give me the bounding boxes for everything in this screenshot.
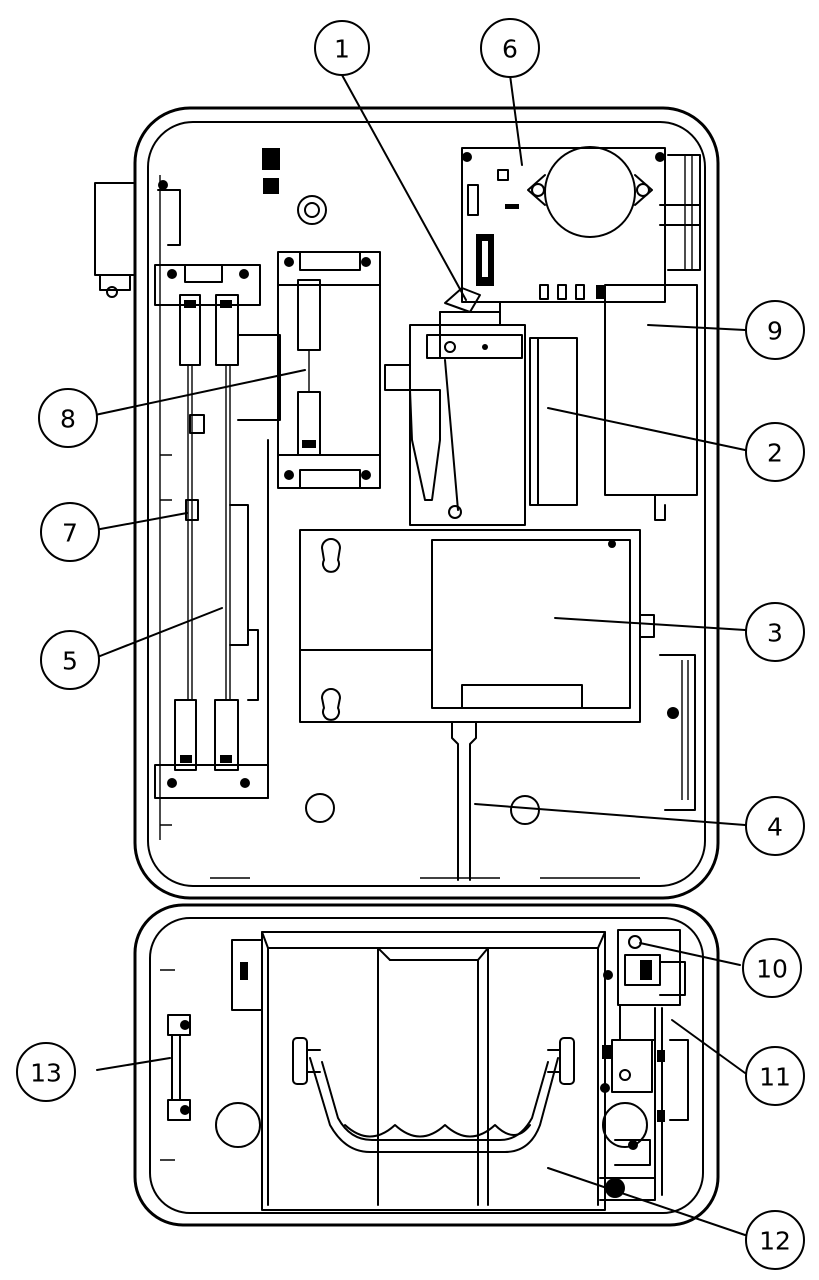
callout-3-label: 3: [767, 619, 783, 648]
callout-5: 5: [40, 630, 100, 690]
callout-9-label: 9: [767, 317, 783, 346]
callout-13: 13: [16, 1042, 76, 1102]
leader-lines: [94, 74, 746, 1236]
callout-8: 8: [38, 388, 98, 448]
callout-4-label: 4: [767, 813, 783, 842]
callout-7-label: 7: [62, 519, 78, 548]
callout-3: 3: [745, 602, 805, 662]
callout-9: 9: [745, 300, 805, 360]
callout-1: 1: [314, 20, 370, 76]
callout-2-label: 2: [767, 439, 783, 468]
callout-5-label: 5: [62, 647, 78, 676]
callout-4: 4: [745, 796, 805, 856]
callout-12-label: 12: [759, 1227, 791, 1256]
callout-10-label: 10: [756, 955, 788, 984]
callout-6-label: 6: [502, 35, 518, 64]
callout-2: 2: [745, 422, 805, 482]
callout-8-label: 8: [60, 405, 76, 434]
callout-13-label: 13: [30, 1059, 62, 1088]
callout-1-label: 1: [334, 35, 350, 64]
callout-7: 7: [40, 502, 100, 562]
lower-enclosure: [133, 903, 720, 1227]
upper-enclosure: [94, 106, 720, 900]
callout-11-label: 11: [759, 1063, 791, 1092]
callout-12: 12: [745, 1210, 805, 1270]
callout-6: 6: [480, 18, 540, 78]
callout-11: 11: [745, 1046, 805, 1106]
callout-10: 10: [742, 938, 802, 998]
